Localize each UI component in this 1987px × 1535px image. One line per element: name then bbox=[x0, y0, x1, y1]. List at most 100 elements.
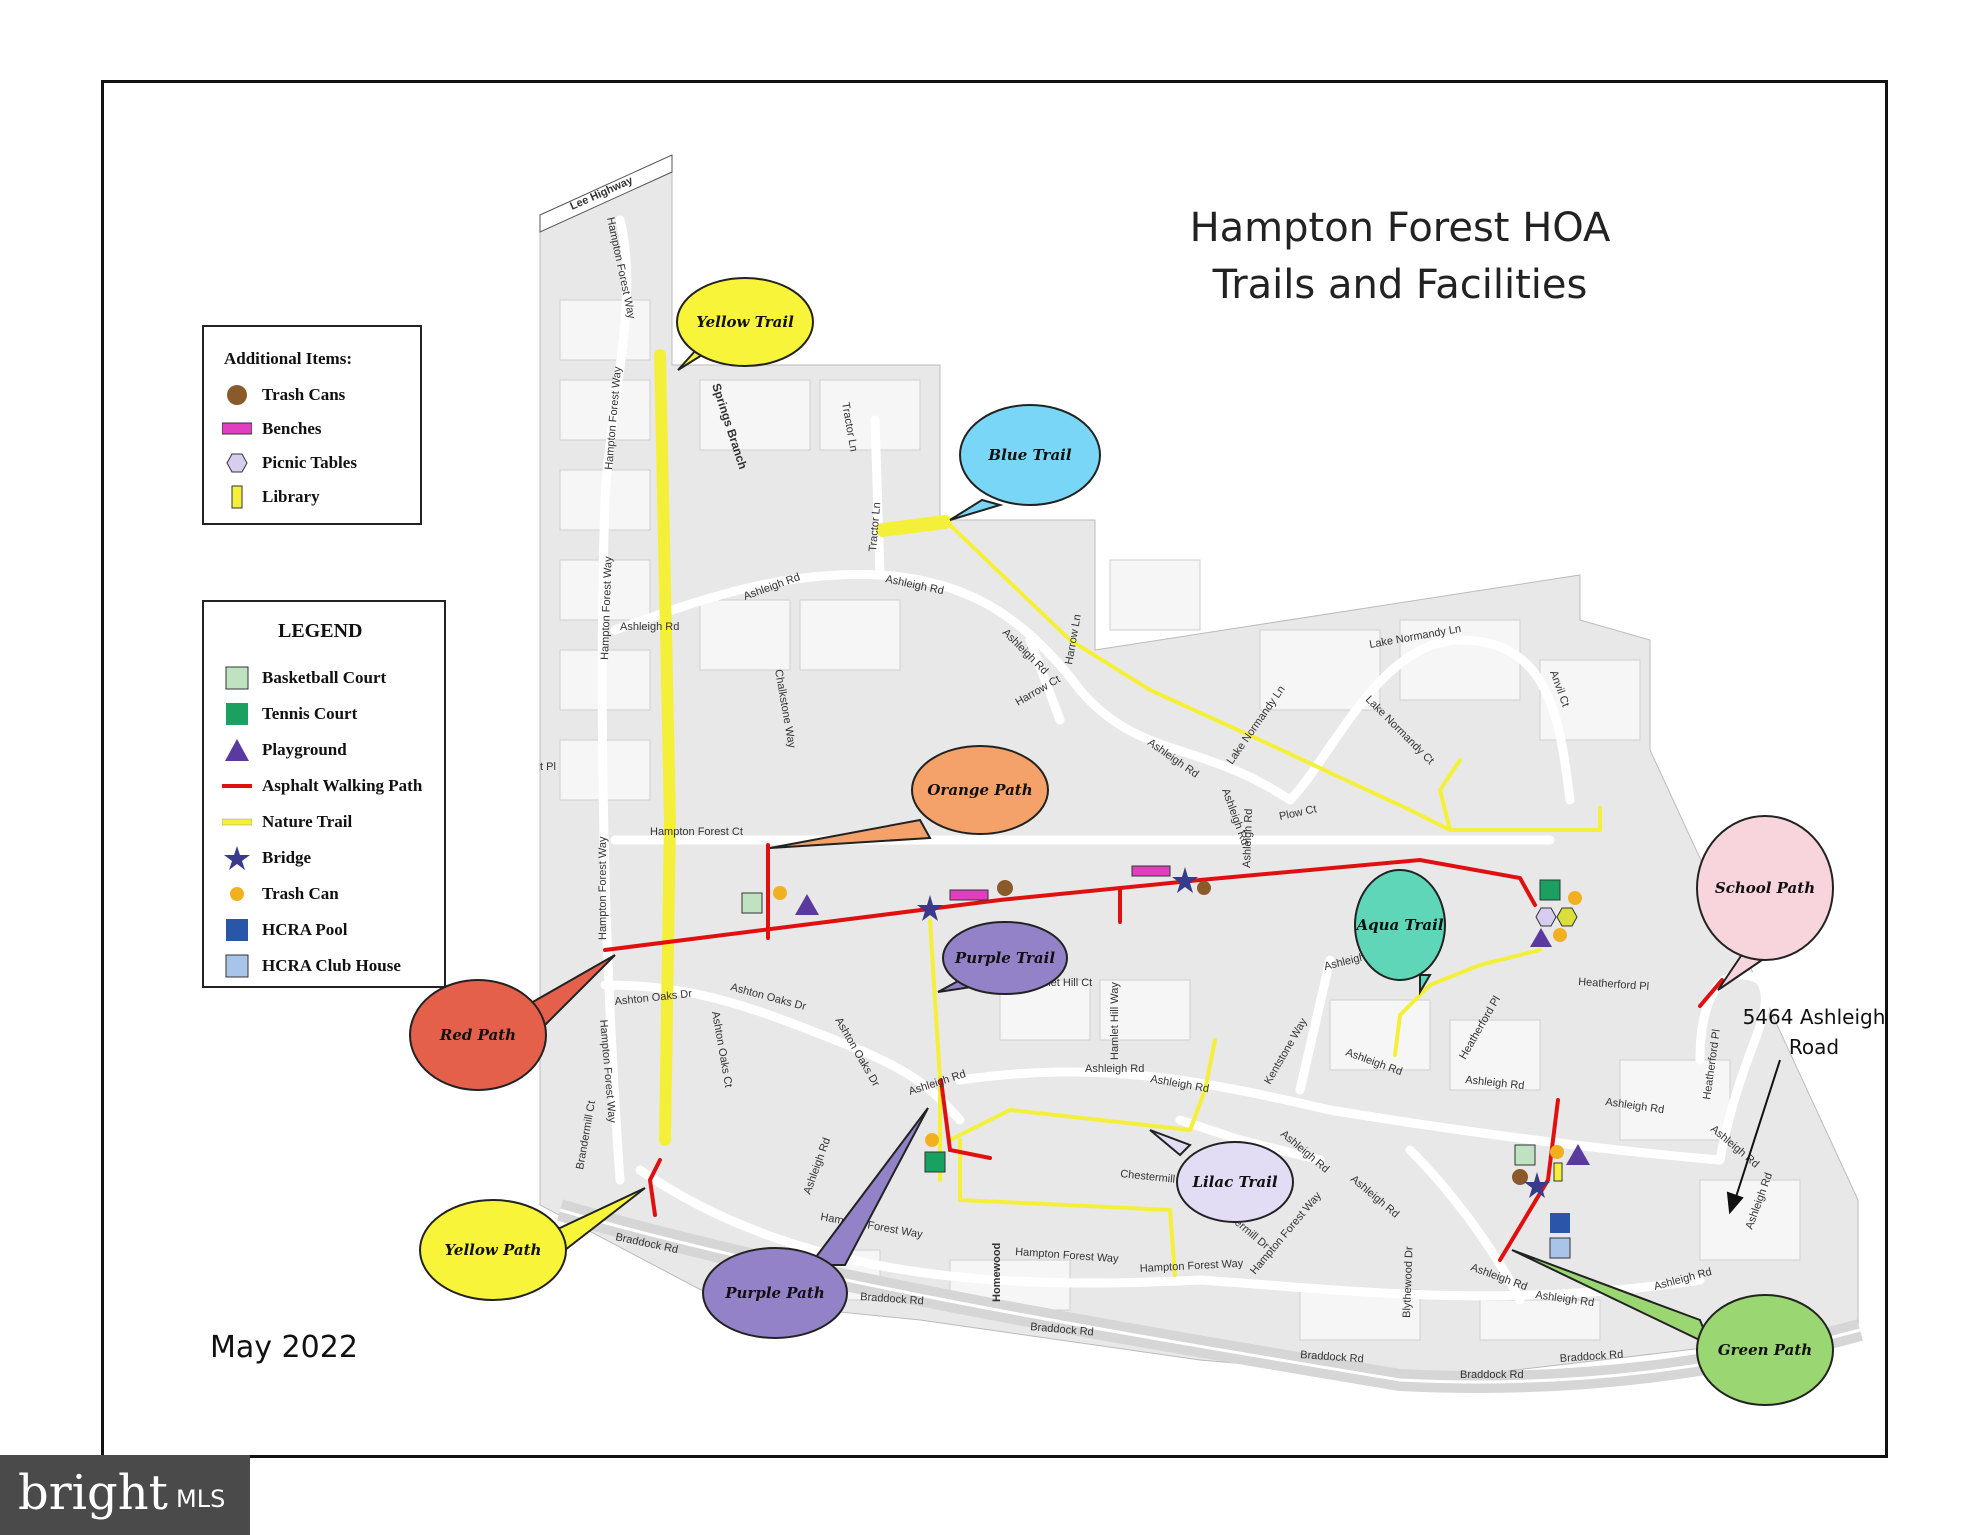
lavender-hexagon-icon bbox=[226, 453, 248, 473]
callout-green-path: Green Path bbox=[1511, 1249, 1834, 1406]
asphalt-paths bbox=[603, 843, 1724, 1262]
additional-items-box: Additional Items: Trash Cans Benches Pic… bbox=[202, 325, 422, 525]
legend-label: Bridge bbox=[262, 848, 312, 867]
legend-label: Asphalt Walking Path bbox=[262, 776, 423, 795]
svg-text:Purple Path: Purple Path bbox=[724, 1284, 824, 1302]
bridge-marker bbox=[1172, 867, 1198, 893]
lee-highway bbox=[539, 154, 673, 233]
street-label-ashleigh-rd: Ashleigh Rd bbox=[620, 621, 679, 633]
yellow-line-icon bbox=[222, 818, 252, 826]
map-subtitle: Trails and Facilities bbox=[1212, 262, 1588, 308]
map-date: May 2022 bbox=[210, 1330, 358, 1365]
callout-school-path: School Path bbox=[1696, 815, 1834, 991]
playground-marker bbox=[1530, 928, 1552, 947]
star-icon bbox=[224, 846, 250, 870]
lilac-trail bbox=[948, 1038, 1217, 1142]
library-marker bbox=[1553, 1162, 1563, 1182]
street-label-braddock-rd: Braddock Rd bbox=[1300, 1349, 1364, 1365]
roads bbox=[597, 215, 1770, 1305]
trash-can-marker bbox=[1550, 1145, 1564, 1159]
blue-square-icon bbox=[226, 919, 248, 941]
aqua-trail bbox=[1393, 948, 1542, 1057]
callout-red-path: Red Path bbox=[409, 954, 616, 1091]
yellow-trail bbox=[654, 349, 676, 1146]
callout-aqua-trail: Aqua Trail bbox=[1354, 869, 1446, 996]
trash-can-brown-marker bbox=[997, 880, 1013, 896]
svg-text:Lilac Trail: Lilac Trail bbox=[1191, 1173, 1277, 1191]
street-label-braddock-rd: Braddock Rd bbox=[1559, 1349, 1623, 1365]
bridge-marker bbox=[1524, 1172, 1550, 1198]
legend-label: Benches bbox=[262, 419, 322, 438]
yellow-bar-icon bbox=[231, 485, 243, 509]
green-path bbox=[1498, 1098, 1560, 1262]
brown-circle-icon bbox=[227, 385, 247, 405]
svg-text:Aqua Trail: Aqua Trail bbox=[1354, 916, 1443, 934]
svg-text:Blue Trail: Blue Trail bbox=[987, 446, 1071, 464]
tennis-court-marker bbox=[924, 1151, 946, 1173]
trash-can-marker bbox=[1553, 928, 1567, 942]
watermark-brand: bright bbox=[18, 1465, 168, 1521]
svg-text:Yellow Path: Yellow Path bbox=[445, 1241, 542, 1259]
trash-can-brown-marker bbox=[1512, 1169, 1528, 1185]
trash-can-marker bbox=[773, 886, 787, 900]
street-label-ashleigh-rd: Ashleigh Rd bbox=[1085, 1063, 1144, 1075]
callout-blue-trail: Blue Trail bbox=[949, 404, 1101, 521]
map-title: Hampton Forest HOA bbox=[1189, 205, 1611, 251]
legend-label: Trash Cans bbox=[262, 385, 346, 404]
red-line-icon bbox=[222, 784, 252, 788]
street-label-hampton-forest-way: Hampton Forest Way bbox=[1140, 1258, 1244, 1275]
light-blue-square-icon bbox=[225, 954, 249, 978]
callouts: Yellow Trail Blue Trail Orange Path Purp… bbox=[409, 277, 1834, 1406]
legend-label: Basketball Court bbox=[262, 668, 387, 687]
callout-yellow-path: Yellow Path bbox=[419, 1187, 646, 1301]
legend-label: Library bbox=[262, 487, 320, 506]
basketball-court-marker bbox=[741, 892, 763, 914]
legend-label: HCRA Pool bbox=[262, 920, 348, 939]
legend-box: LEGEND Basketball Court Tennis Court Pla… bbox=[202, 600, 446, 988]
svg-text:Green Path: Green Path bbox=[1718, 1341, 1812, 1359]
legend-label: Picnic Tables bbox=[262, 453, 357, 472]
callout-purple-path: Purple Path bbox=[702, 1107, 929, 1339]
street-label-hampton-forest-way: Hampton Forest Way bbox=[599, 556, 615, 660]
yellow-circle-icon bbox=[230, 887, 244, 901]
address-line-1: 5464 Ashleigh bbox=[1742, 1005, 1886, 1029]
street-label-heatherford-pl: Heatherford Pl bbox=[1578, 976, 1650, 993]
callout-lilac-trail: Lilac Trail bbox=[1149, 1129, 1294, 1223]
green-square-icon bbox=[226, 703, 248, 725]
street-label-hampton-forest-ct: Hampton Forest Ct bbox=[650, 826, 743, 838]
callout-orange-path: Orange Path bbox=[769, 745, 1049, 849]
street-label-braddock-rd: Braddock Rd bbox=[1030, 1321, 1094, 1338]
legend-label: Nature Trail bbox=[262, 812, 353, 831]
yellow-path-red bbox=[647, 1158, 662, 1217]
tennis-court-marker bbox=[1539, 879, 1561, 901]
purple-triangle-icon bbox=[225, 739, 249, 761]
hcra-club-house-marker bbox=[1549, 1237, 1571, 1259]
street-label-blythewood-dr: Blythewood Dr bbox=[1401, 1246, 1416, 1318]
facility-markers bbox=[741, 865, 1590, 1259]
bridges bbox=[917, 867, 1550, 1198]
bright-mls-watermark: bright MLS bbox=[0, 1455, 250, 1535]
callout-yellow-trail: Yellow Trail bbox=[676, 277, 814, 371]
nature-trails bbox=[654, 349, 1602, 1277]
watermark-suffix: MLS bbox=[176, 1485, 226, 1513]
trash-can-marker bbox=[925, 1133, 939, 1147]
trash-can-brown-marker bbox=[1197, 881, 1211, 895]
svg-text:Purple Trail: Purple Trail bbox=[954, 949, 1055, 967]
legend-title: LEGEND bbox=[278, 620, 363, 642]
address-line-2: Road bbox=[1788, 1035, 1840, 1059]
bench-marker bbox=[1131, 865, 1171, 877]
street-label-tractor-ln: Tractor Ln bbox=[867, 502, 883, 553]
picnic-table-marker bbox=[1556, 907, 1578, 927]
legend-label: Trash Can bbox=[262, 884, 339, 903]
hcra-pool-marker bbox=[1550, 1213, 1570, 1233]
magenta-bar-icon bbox=[222, 422, 252, 435]
street-label-hamlet-hill-way: Hamlet Hill Way bbox=[1109, 982, 1121, 1060]
playground-marker bbox=[795, 894, 819, 915]
additional-items-title: Additional Items: bbox=[224, 349, 352, 368]
svg-text:School Path: School Path bbox=[1715, 879, 1815, 897]
street-label-braddock-rd: Braddock Rd bbox=[1460, 1369, 1524, 1381]
svg-text:Yellow Trail: Yellow Trail bbox=[696, 313, 794, 331]
legend-label: HCRA Club House bbox=[262, 956, 401, 975]
picnic-table-marker bbox=[1535, 907, 1557, 927]
